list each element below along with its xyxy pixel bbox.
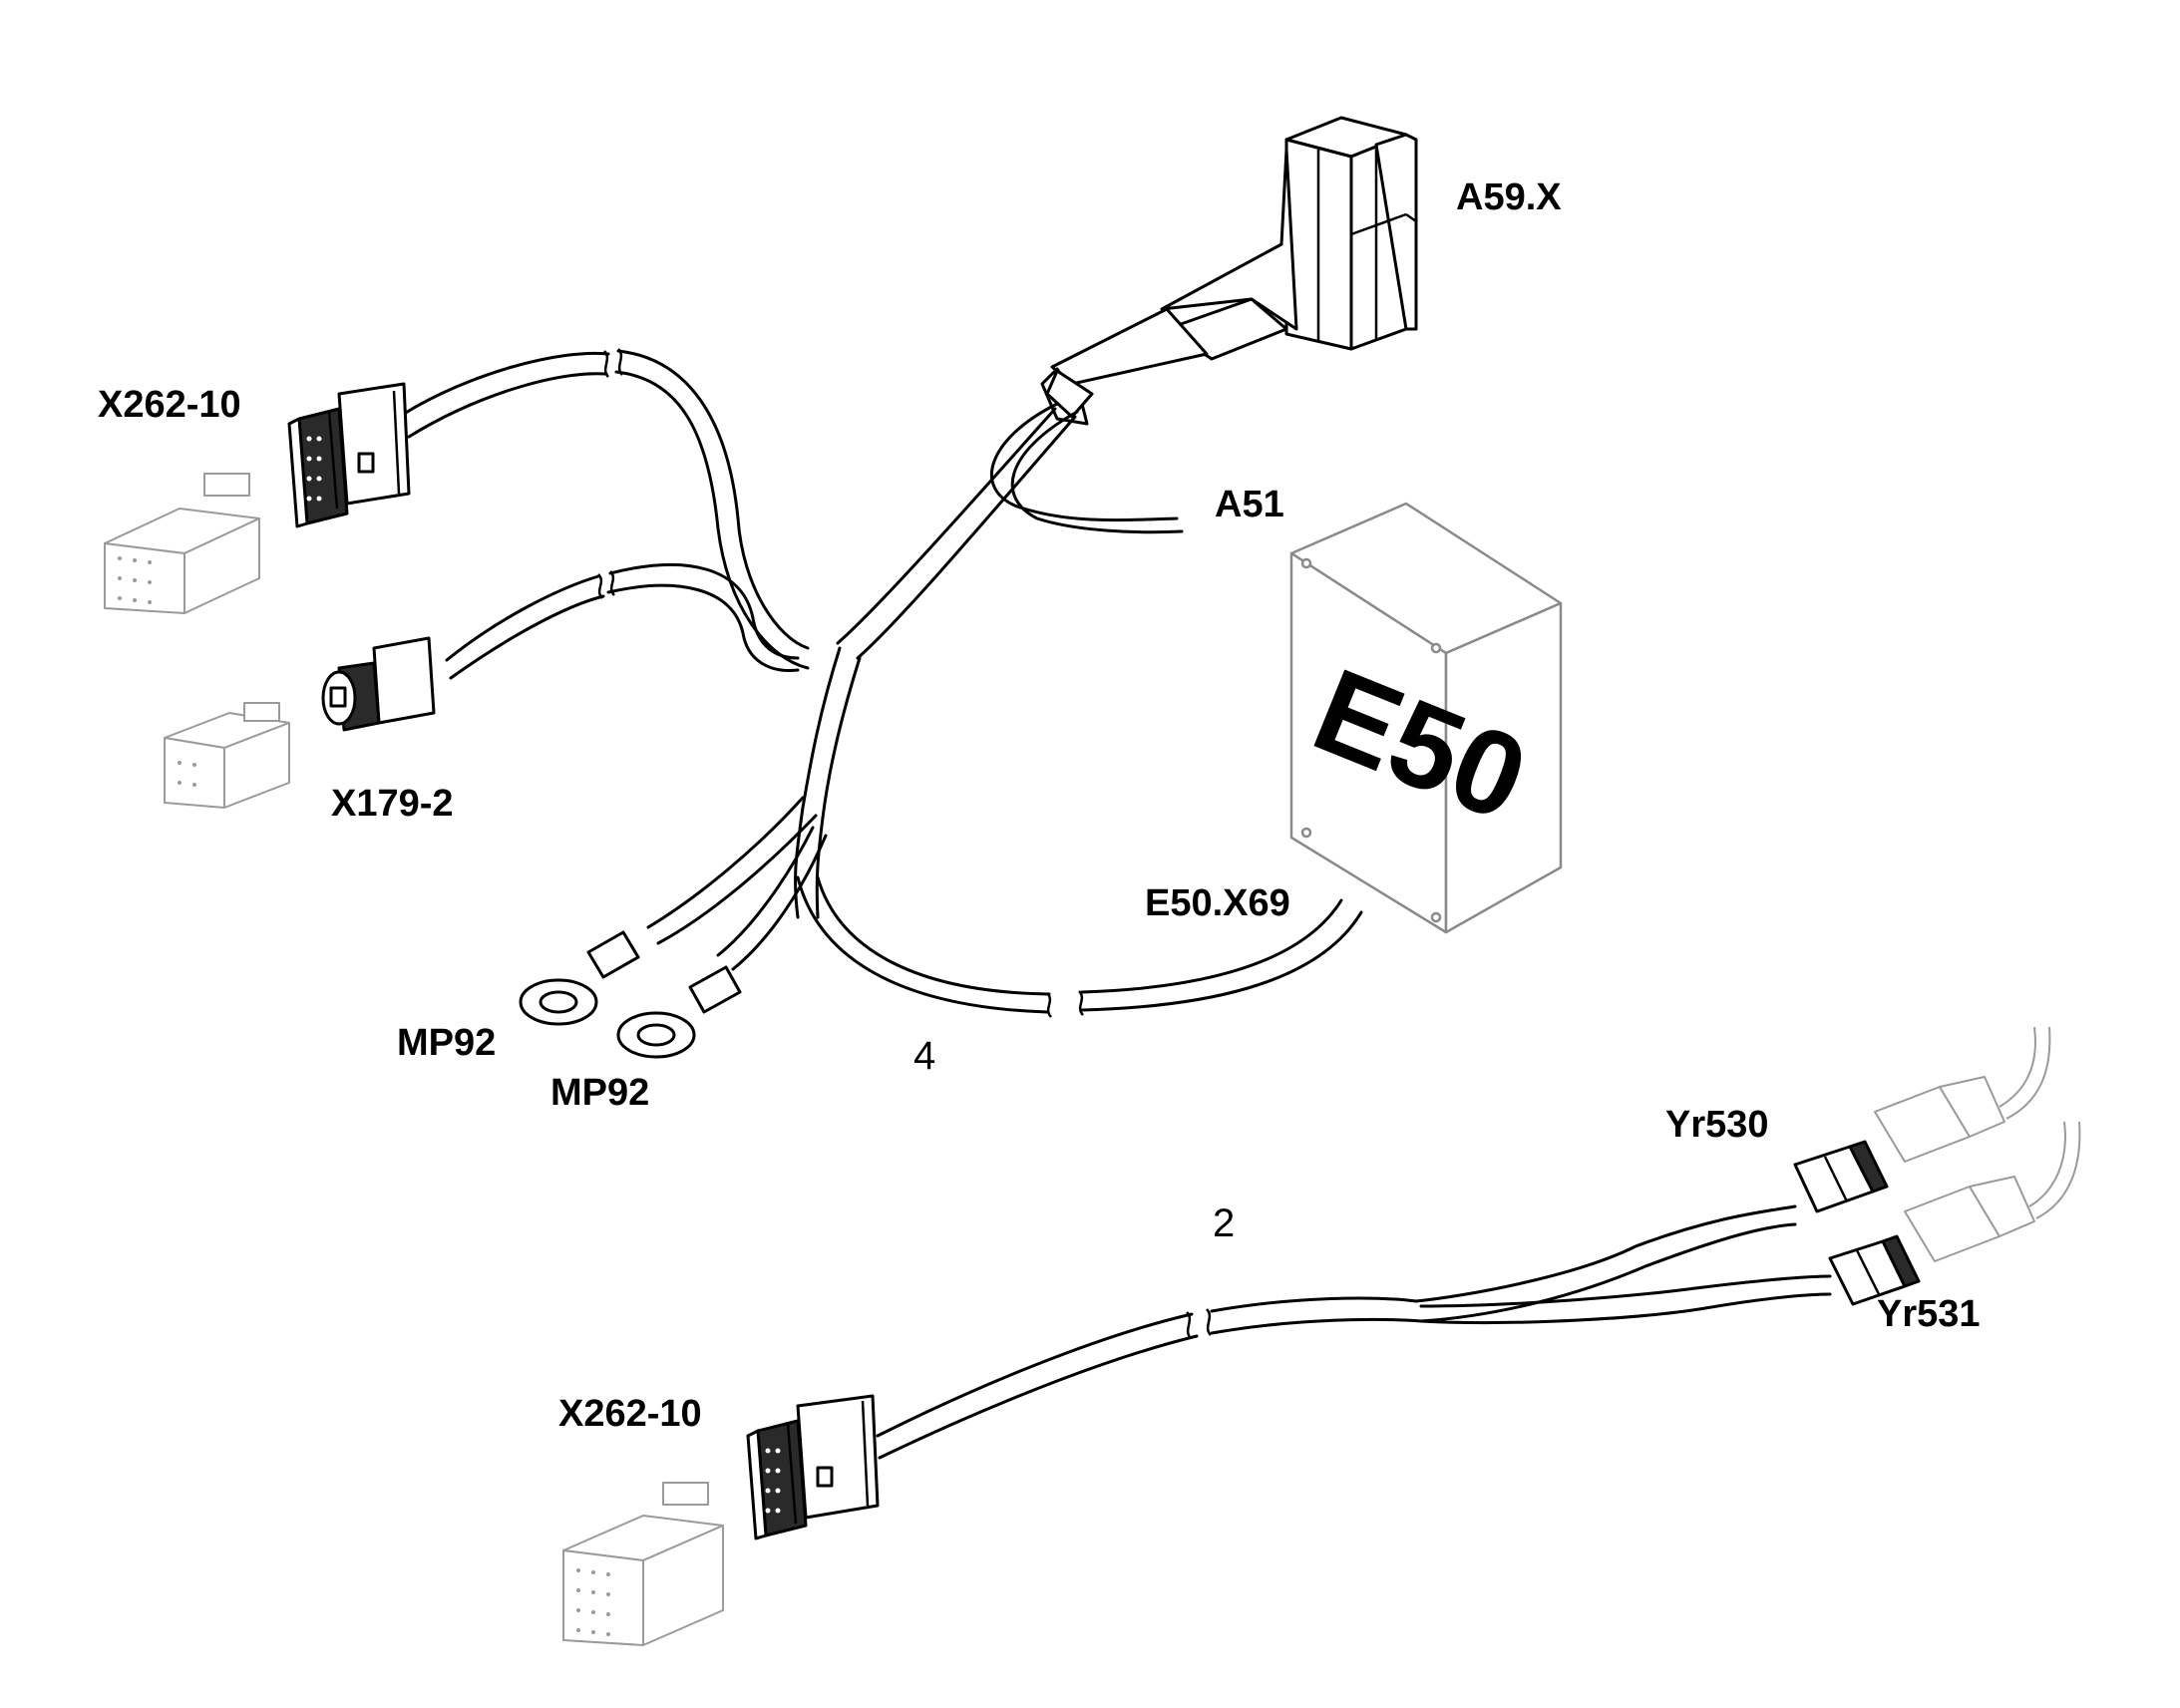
label-a51: A51: [1215, 484, 1284, 525]
harness-4-cables: [402, 349, 1363, 1014]
ring-terminal-mp92-right: [616, 965, 742, 1059]
label-item-4: 4: [913, 1034, 935, 1078]
label-e50-x69: E50.X69: [1145, 882, 1290, 924]
label-mp92-right: MP92: [550, 1072, 649, 1114]
label-item-2: 2: [1213, 1201, 1235, 1245]
harness-2-cables: [876, 1204, 1832, 1460]
connector-yr530: [1793, 1140, 1889, 1213]
ring-terminal-mp92-left: [519, 930, 640, 1026]
label-yr530: Yr530: [1665, 1104, 1769, 1146]
label-yr531: Yr531: [1877, 1293, 1981, 1335]
label-x179-2: X179-2: [331, 783, 454, 825]
harness-4: E50: [104, 116, 1563, 1059]
connector-a59x: [1284, 116, 1418, 351]
cable-breaks-harness-4: [597, 348, 1084, 1018]
label-a59x: A59.X: [1456, 176, 1562, 218]
connector-x262-10-top: [287, 382, 411, 528]
mating-connector-yr530: [1874, 1026, 2051, 1163]
mating-connector-x262-10-bottom: [562, 1482, 724, 1646]
control-unit-e50: E50: [1289, 502, 1563, 934]
mating-connector-x262-10-top: [104, 473, 260, 614]
a59x-backshell: [1040, 148, 1298, 426]
label-x262-10-bottom: X262-10: [558, 1393, 702, 1435]
harness-2: [562, 1026, 2081, 1646]
label-x262-10-top: X262-10: [98, 384, 241, 426]
connector-x179-2: [321, 636, 436, 732]
labels: A59.X X262-10 A51 X179-2 E50.X69 MP92 MP…: [98, 176, 1981, 1435]
mating-connector-yr531: [1904, 1121, 2081, 1262]
connector-x262-10-bottom: [746, 1394, 880, 1540]
connector-yr531: [1828, 1234, 1921, 1306]
label-mp92-left: MP92: [397, 1022, 496, 1064]
mating-connector-x179-2: [164, 702, 290, 809]
